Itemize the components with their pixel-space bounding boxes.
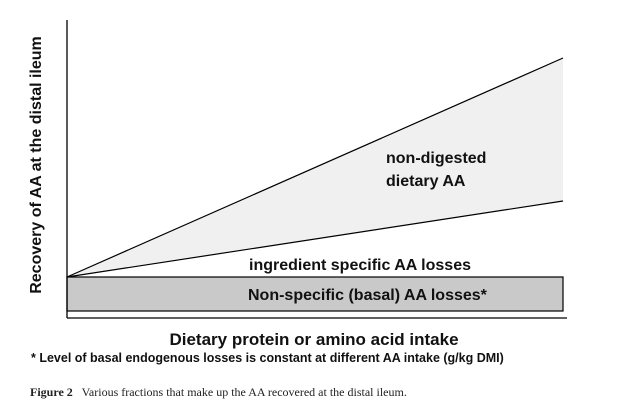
ingredient-specific-label: ingredient specific AA losses bbox=[249, 257, 471, 274]
ingredient-specific-line bbox=[66, 200, 564, 278]
x-axis-label: Dietary protein or amino acid intake bbox=[169, 330, 458, 349]
figure-caption: Figure 2 Various fractions that make up … bbox=[30, 385, 630, 400]
basal-losses-band bbox=[66, 276, 564, 312]
non-digested-label-line1: non-digested bbox=[386, 150, 486, 167]
figure-caption-text: Various fractions that make up the AA re… bbox=[81, 385, 407, 399]
total-recovery-line bbox=[66, 57, 564, 278]
footnote: * Level of basal endogenous losses is co… bbox=[31, 351, 504, 365]
non-digested-label-line2: dietary AA bbox=[386, 173, 466, 190]
figure-caption-label: Figure 2 bbox=[30, 385, 79, 399]
basal-losses-label: Non-specific (basal) AA losses* bbox=[248, 287, 488, 304]
y-axis-label: Recovery of AA at the distal ileum bbox=[28, 36, 45, 294]
